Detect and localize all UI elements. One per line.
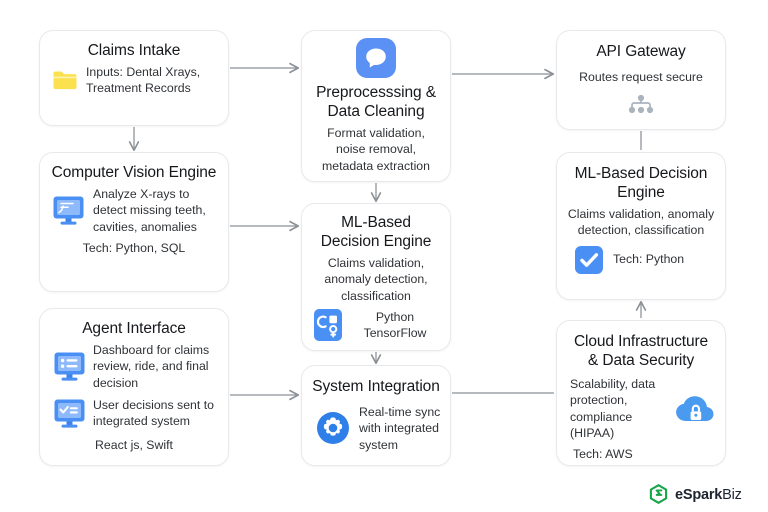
- node-description: Format validation, noise removal, metada…: [321, 125, 430, 173]
- node-description: Claims validation, anomaly detection, cl…: [567, 206, 715, 238]
- node-tech: React js, Swift: [95, 437, 173, 452]
- cloud-lock-icon: [676, 395, 714, 421]
- esparkbiz-logo-icon: [649, 484, 668, 504]
- node-title: Computer Vision Engine: [51, 164, 217, 181]
- node-api-gateway[interactable]: API Gateway Routes request secure: [556, 30, 726, 130]
- node-title: Cloud Infrastructure & Data Security: [573, 333, 709, 369]
- node-description-1: Dashboard for claims review, ride, and f…: [93, 342, 210, 390]
- gear-icon: [317, 412, 349, 445]
- node-ml-decision-engine-middle[interactable]: ML-Based Decision Engine Claims validati…: [301, 203, 451, 351]
- brand-logo: eSparkBiz: [648, 484, 742, 505]
- node-cloud-infrastructure[interactable]: Cloud Infrastructure & Data Security Sca…: [556, 320, 726, 466]
- node-title: Claims Intake: [87, 42, 181, 59]
- node-title: System Integration: [312, 378, 440, 395]
- checkbox-icon: [575, 245, 603, 274]
- code-node-icon: [314, 308, 342, 341]
- node-ml-decision-engine-right[interactable]: ML-Based Decision Engine Claims validati…: [556, 152, 726, 300]
- node-system-integration[interactable]: System Integration Real-time sync with i…: [301, 365, 451, 466]
- chat-bubble-icon: [356, 38, 396, 79]
- node-description: Claims validation, anomaly detection, cl…: [324, 255, 428, 303]
- node-description: Routes request secure: [579, 69, 703, 84]
- node-title: Preprocesssing & Data Cleaning: [316, 84, 436, 120]
- brand-name-light: Biz: [722, 486, 742, 503]
- monitor-xray-icon: [53, 196, 84, 225]
- node-description: Inputs: Dental Xrays, Treatment Records: [86, 64, 201, 96]
- node-tech: Python TensorFlow: [363, 309, 427, 340]
- node-title: ML-Based Decision Engine: [320, 214, 432, 250]
- node-description-2: User decisions sent to integrated system: [93, 397, 214, 429]
- node-description: Analyze X-rays to detect missing teeth, …: [93, 186, 206, 234]
- node-claims-intake[interactable]: Claims Intake Inputs: Dental Xrays, Trea…: [39, 30, 229, 126]
- node-preprocessing[interactable]: Preprocesssing & Data Cleaning Format va…: [301, 30, 451, 182]
- hierarchy-icon: [628, 95, 654, 114]
- node-tech: Tech: Python, SQL: [82, 240, 186, 255]
- node-title: API Gateway: [596, 43, 686, 60]
- node-description: Real-time sync with integrated system: [359, 404, 441, 452]
- node-agent-interface[interactable]: Agent Interface Dashboard for claims rev…: [39, 308, 229, 466]
- folder-icon: [53, 71, 77, 90]
- node-description: Scalability, data protection, compliance…: [570, 376, 656, 440]
- brand-name: eSparkBiz: [675, 487, 742, 503]
- node-title: ML-Based Decision Engine: [574, 165, 708, 201]
- monitor-check-icon: [54, 399, 85, 428]
- monitor-dashboard-icon: [54, 352, 85, 381]
- node-tech: Tech: AWS: [573, 447, 633, 462]
- brand-name-bold: eSpark: [675, 486, 723, 503]
- node-title: Agent Interface: [82, 320, 186, 337]
- node-computer-vision-engine[interactable]: Computer Vision Engine Analyze X-rays to…: [39, 152, 229, 292]
- node-tech: Tech: Python: [613, 252, 685, 267]
